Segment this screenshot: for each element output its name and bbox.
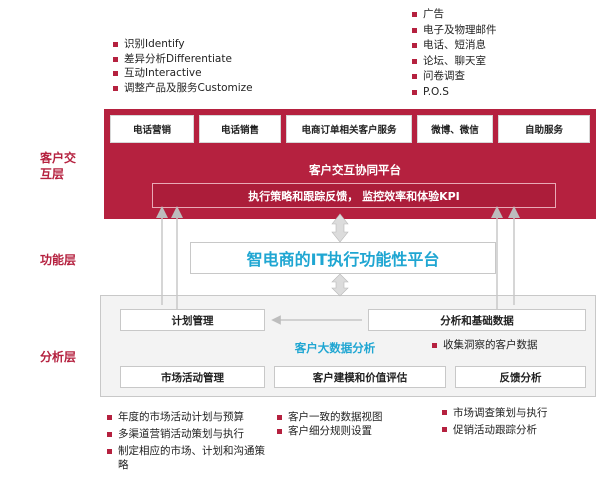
kpi-monitor-bar: 执行策略和跟踪反馈， 监控效率和体验KPI: [152, 183, 556, 208]
bullet-item: 互动Interactive: [113, 66, 253, 81]
big-data-analysis-title: 客户大数据分析: [294, 341, 376, 355]
channel-box-telemarketing: 电话营销: [110, 115, 194, 143]
analysis-data-box: 分析和基础数据: [368, 309, 586, 331]
interaction-layer-label-line: 客户交: [40, 151, 77, 165]
channel-box-order-service: 电商订单相关客户服务: [286, 115, 412, 143]
interaction-layer-label-line: 互层: [40, 167, 65, 181]
channel-box-social: 微博、微信: [417, 115, 493, 143]
channel-bullets: 广告 电子及物理邮件 电话、短消息 论坛、聊天室 问卷调查 P.O.S: [412, 7, 497, 100]
bullet-item: 客户细分规则设置: [277, 424, 383, 438]
interaction-layer-label: 客户交 互层: [40, 150, 76, 182]
insight-bullet: 收集洞察的客户数据: [432, 338, 538, 353]
bullet-item: 年度的市场活动计划与预算: [107, 410, 267, 424]
bullet-item: 识别Identify: [113, 37, 253, 52]
bottom-middle-bullets: 客户一致的数据视图 客户细分规则设置: [277, 410, 383, 438]
bullet-item: 电子及物理邮件: [412, 23, 497, 39]
bottom-right-bullets: 市场调查策划与执行 促销活动跟踪分析: [442, 405, 548, 439]
function-layer-label: 功能层: [40, 253, 77, 267]
channel-box-self-service: 自助服务: [498, 115, 590, 143]
plan-management-box: 计划管理: [120, 309, 265, 331]
bullet-item: 多渠道营销活动策划与执行: [107, 427, 267, 441]
bullet-item: 论坛、聊天室: [412, 54, 497, 70]
bullet-item: 客户一致的数据视图: [277, 410, 383, 424]
bullet-item: 问卷调查: [412, 69, 497, 85]
bullet-item: 调整产品及服务Customize: [113, 81, 253, 96]
analysis-layer-label: 分析层: [40, 350, 77, 364]
bullet-item: 促销活动跟踪分析: [442, 422, 548, 439]
bullet-item: 制定相应的市场、计划和沟通策略: [107, 444, 267, 472]
bullet-item: 差异分析Differentiate: [113, 52, 253, 67]
feedback-analysis-box: 反馈分析: [455, 366, 586, 388]
campaign-management-box: 市场活动管理: [120, 366, 265, 388]
customer-modeling-box: 客户建模和价值评估: [274, 366, 446, 388]
bullet-item: 市场调查策划与执行: [442, 405, 548, 422]
identify-bullets: 识别Identify 差异分析Differentiate 互动Interacti…: [113, 37, 253, 95]
double-arrow-lower: [331, 273, 349, 297]
interaction-platform-title: 客户交互协同平台: [309, 163, 401, 177]
bullet-item: P.O.S: [412, 85, 497, 101]
it-platform-box: 智电商的IT执行功能性平台: [190, 242, 496, 274]
bullet-item: 电话、短消息: [412, 38, 497, 54]
bottom-left-bullets: 年度的市场活动计划与预算 多渠道营销活动策划与执行 制定相应的市场、计划和沟通策…: [107, 410, 267, 472]
channel-box-telesales: 电话销售: [199, 115, 281, 143]
bullet-item: 收集洞察的客户数据: [432, 338, 538, 353]
bullet-item: 广告: [412, 7, 497, 23]
